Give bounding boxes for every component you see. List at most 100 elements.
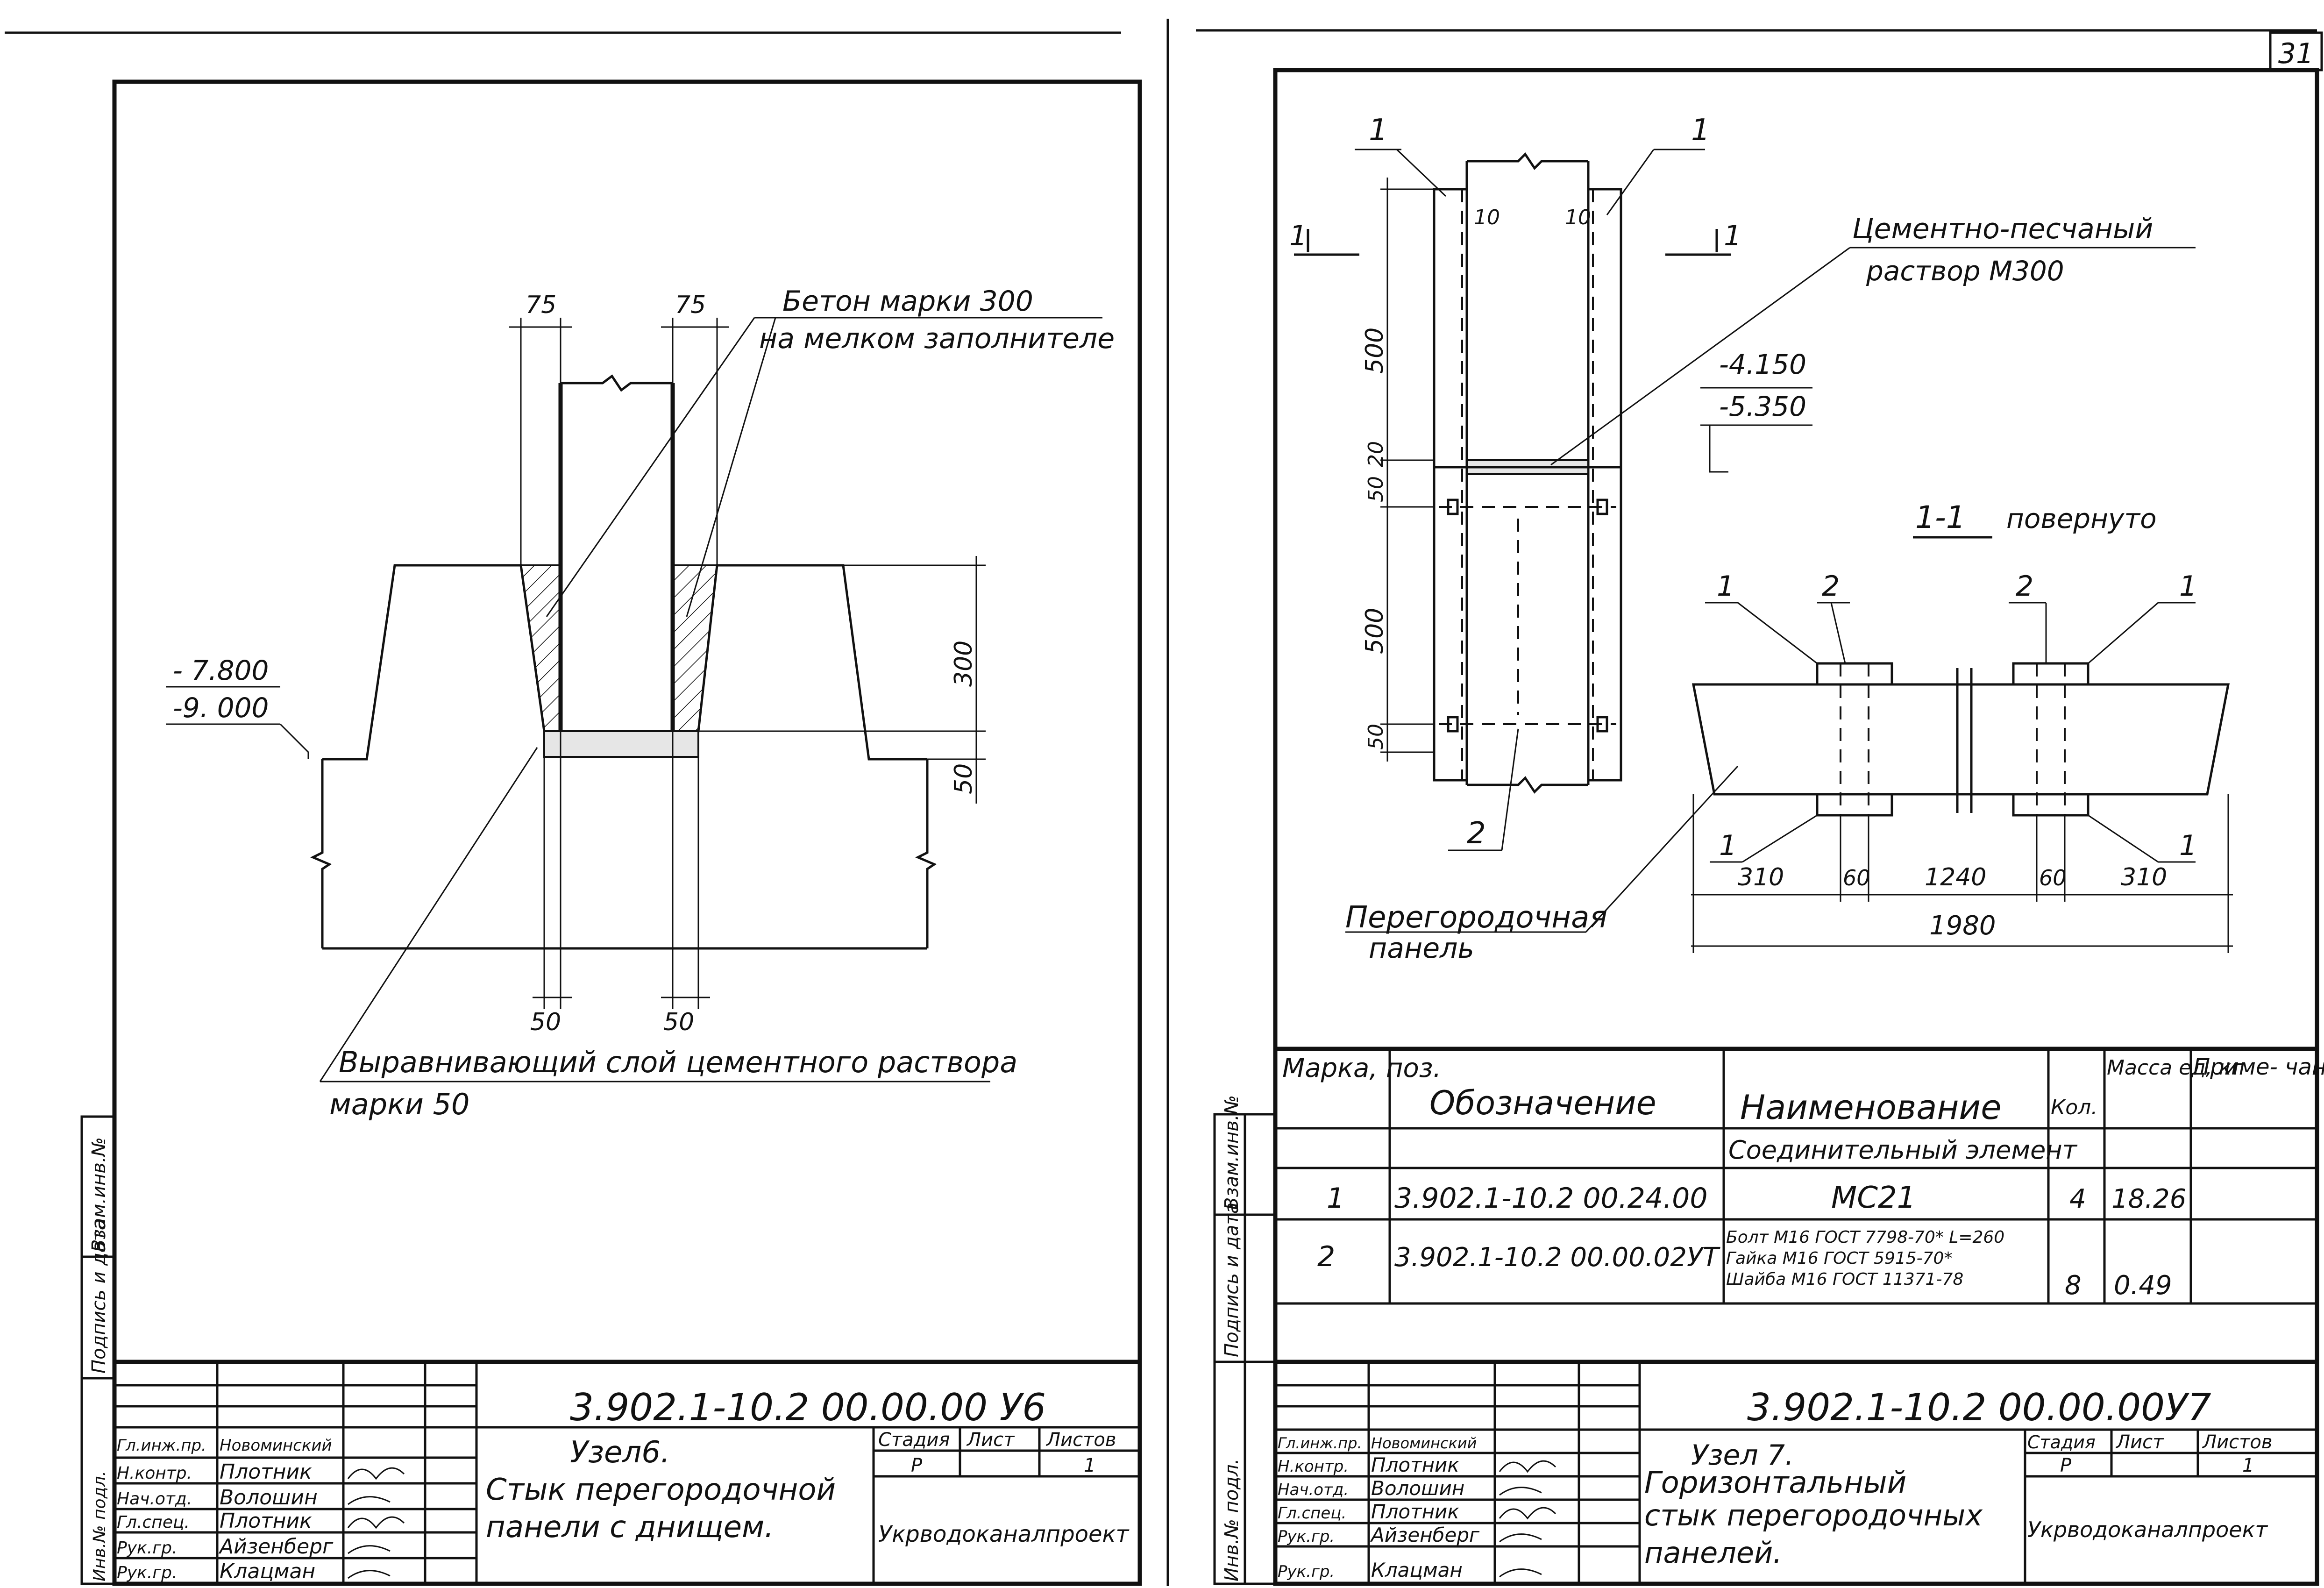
dim-500-top: 500 [1361, 328, 1389, 374]
sec-mark-1b: 1 [2179, 570, 2197, 603]
left-drawing: 75 75 300 50 50 50 - 7.800 -9. 000 Бетон… [166, 285, 1115, 1121]
right-frame [1273, 68, 2319, 1586]
note-panel-2: панель [1369, 932, 1474, 965]
dim-50-left: 50 [530, 1008, 561, 1036]
right-stamp-title-3: стык перегородочных [1644, 1498, 1983, 1532]
row1-designation: 3.902.1-10.2 00.24.00 [1394, 1182, 1708, 1215]
left-side-label-3: Инв.№ подл. [90, 1471, 109, 1581]
level-top: - 7.800 [173, 655, 269, 686]
left-side-strip [80, 1115, 116, 1585]
right-side-label-2: Подпись и дата [1221, 1203, 1243, 1357]
mark-2: 2 [1467, 816, 1486, 851]
right-name-4: Плотник [1371, 1500, 1459, 1523]
dim-50-bottom: 50 [1364, 724, 1388, 750]
left-stamp-org: Укрводоканалпроект [878, 1521, 1130, 1547]
left-title-block: 3.902.1-10.2 00.00.00 У6 Узел6. Стык пер… [114, 1360, 1140, 1584]
th-mark: Марка, поз. [1282, 1053, 1441, 1083]
row1-name: МС21 [1831, 1181, 1916, 1215]
right-title-block: 3.902.1-10.2 00.00.00У7 Узел 7. Горизонт… [1275, 1362, 2317, 1584]
left-role-4: Гл.спец. [117, 1513, 190, 1532]
spec-group: Соединительный элемент [1728, 1135, 2078, 1165]
right-name-3: Волошин [1371, 1477, 1464, 1500]
left-stamp-sheets-h: Листов [1045, 1429, 1116, 1451]
sec-mark-1a: 1 [1717, 570, 1734, 603]
th-name: Наименование [1740, 1088, 2002, 1127]
left-stamp-title-1: Узел6. [570, 1435, 670, 1470]
right-level-bottom: -5.350 [1719, 391, 1806, 422]
right-stamp-title-2: Горизонтальный [1644, 1466, 1906, 1500]
dim-75-right: 75 [675, 291, 706, 319]
right-joint-drawing: 1 1 1 1 2 10 10 500 20 50 500 50 -4.150 … [1289, 113, 2196, 965]
th-designation: Обозначение [1429, 1084, 1656, 1122]
right-stamp-sheets: 1 [2242, 1455, 2254, 1476]
cut-mark-right: 1 [1724, 220, 1741, 252]
row2-name-1: Болт М16 ГОСТ 7798-70* L=260 [1726, 1228, 2004, 1247]
spec-table: Марка, поз. Обозначение Наименование Кол… [1275, 1047, 2324, 1364]
right-name-5: Айзенберг [1370, 1524, 1480, 1546]
left-stamp-stage-h: Стадия [878, 1429, 950, 1451]
right-signatures [1499, 1460, 1556, 1578]
right-role-6: Рук.гр. [1278, 1562, 1335, 1581]
row2-name-2: Гайка М16 ГОСТ 5915-70* [1726, 1249, 1952, 1268]
row2-qty: 8 [2065, 1270, 2082, 1301]
right-stamp-title-4: панелей. [1644, 1536, 1782, 1570]
row2-pos: 2 [1317, 1240, 1335, 1273]
left-stamp-code: 3.902.1-10.2 00.00.00 У6 [570, 1386, 1046, 1429]
th-qty: Кол. [2051, 1096, 2097, 1119]
right-role-5: Рук.гр. [1278, 1527, 1335, 1546]
left-role-6: Рук.гр. [117, 1563, 177, 1582]
dim-300: 300 [950, 641, 978, 687]
right-stamp-stage-h: Стадия [2027, 1432, 2096, 1453]
note-mortar-2: раствор М300 [1866, 255, 2064, 287]
row1-pos: 1 [1327, 1182, 1344, 1215]
left-side-label-2: Подпись и дата [88, 1219, 110, 1374]
dim-500-bottom: 500 [1361, 608, 1389, 654]
section-1-1: 1-1 повернуто 310 60 1240 60 310 1980 1 … [1691, 499, 2233, 953]
dim-1980: 1980 [1929, 911, 1996, 941]
mark-1-left: 1 [1369, 113, 1388, 148]
row2-designation: 3.902.1-10.2 00.00.02УТ [1394, 1242, 1720, 1273]
dim-50-top: 50 [1364, 476, 1388, 502]
right-name-6: Клацман [1371, 1559, 1463, 1581]
right-name-2: Плотник [1371, 1453, 1459, 1476]
right-stamp-sheet-h: Лист [2115, 1431, 2164, 1453]
left-name-5: Айзенберг [218, 1535, 334, 1559]
left-stamp-sheet-h: Лист [966, 1429, 1015, 1451]
right-stamp-sheets-h: Листов [2202, 1431, 2272, 1453]
left-stamp-title-2: Стык перегородочной [486, 1473, 836, 1507]
right-role-1: Гл.инж.пр. [1278, 1434, 1362, 1452]
note-leveling-2: марки 50 [329, 1087, 469, 1121]
left-stamp-title-3: панели с днищем. [486, 1510, 774, 1545]
dim-1240: 1240 [1925, 863, 1986, 891]
dim-10-right: 10 [1565, 206, 1591, 229]
dim-60-left: 60 [1843, 865, 1870, 890]
left-frame [112, 79, 1142, 1586]
dim-10-left: 10 [1474, 206, 1500, 229]
right-role-2: Н.контр. [1278, 1457, 1349, 1476]
left-stamp-stage: Р [911, 1455, 923, 1476]
left-side-label-1: Взам.инв.№ [88, 1137, 110, 1252]
dim-20: 20 [1364, 441, 1388, 467]
left-name-3: Волошин [220, 1486, 318, 1510]
dim-75-left: 75 [526, 291, 556, 319]
left-name-1: Новоминский [220, 1436, 332, 1455]
sec-mark-1c: 1 [1719, 829, 1737, 862]
left-role-1: Гл.инж.пр. [117, 1436, 206, 1455]
right-side-label-1: Взам.инв.№ [1221, 1095, 1243, 1210]
note-mortar-1: Цементно-песчаный [1852, 213, 2153, 245]
dim-50-vertical: 50 [950, 763, 978, 794]
dim-60-right: 60 [2039, 865, 2067, 890]
section-rotated: повернуто [2006, 503, 2157, 534]
sec-mark-2a: 2 [1822, 570, 1840, 603]
sheet-number: 31 [2278, 37, 2314, 70]
right-stamp-org: Укрводоканалпроект [2027, 1517, 2268, 1542]
row2-name-3: Шайба М16 ГОСТ 11371-78 [1726, 1270, 1963, 1289]
right-role-3: Нач.отд. [1278, 1481, 1349, 1499]
right-level-top: -4.150 [1719, 349, 1806, 380]
dim-310-right: 310 [2121, 863, 2167, 891]
section-title: 1-1 [1915, 499, 1966, 535]
right-stamp-title-1: Узел 7. [1691, 1439, 1794, 1472]
row1-qty: 4 [2069, 1184, 2086, 1214]
left-role-5: Рук.гр. [117, 1538, 177, 1558]
